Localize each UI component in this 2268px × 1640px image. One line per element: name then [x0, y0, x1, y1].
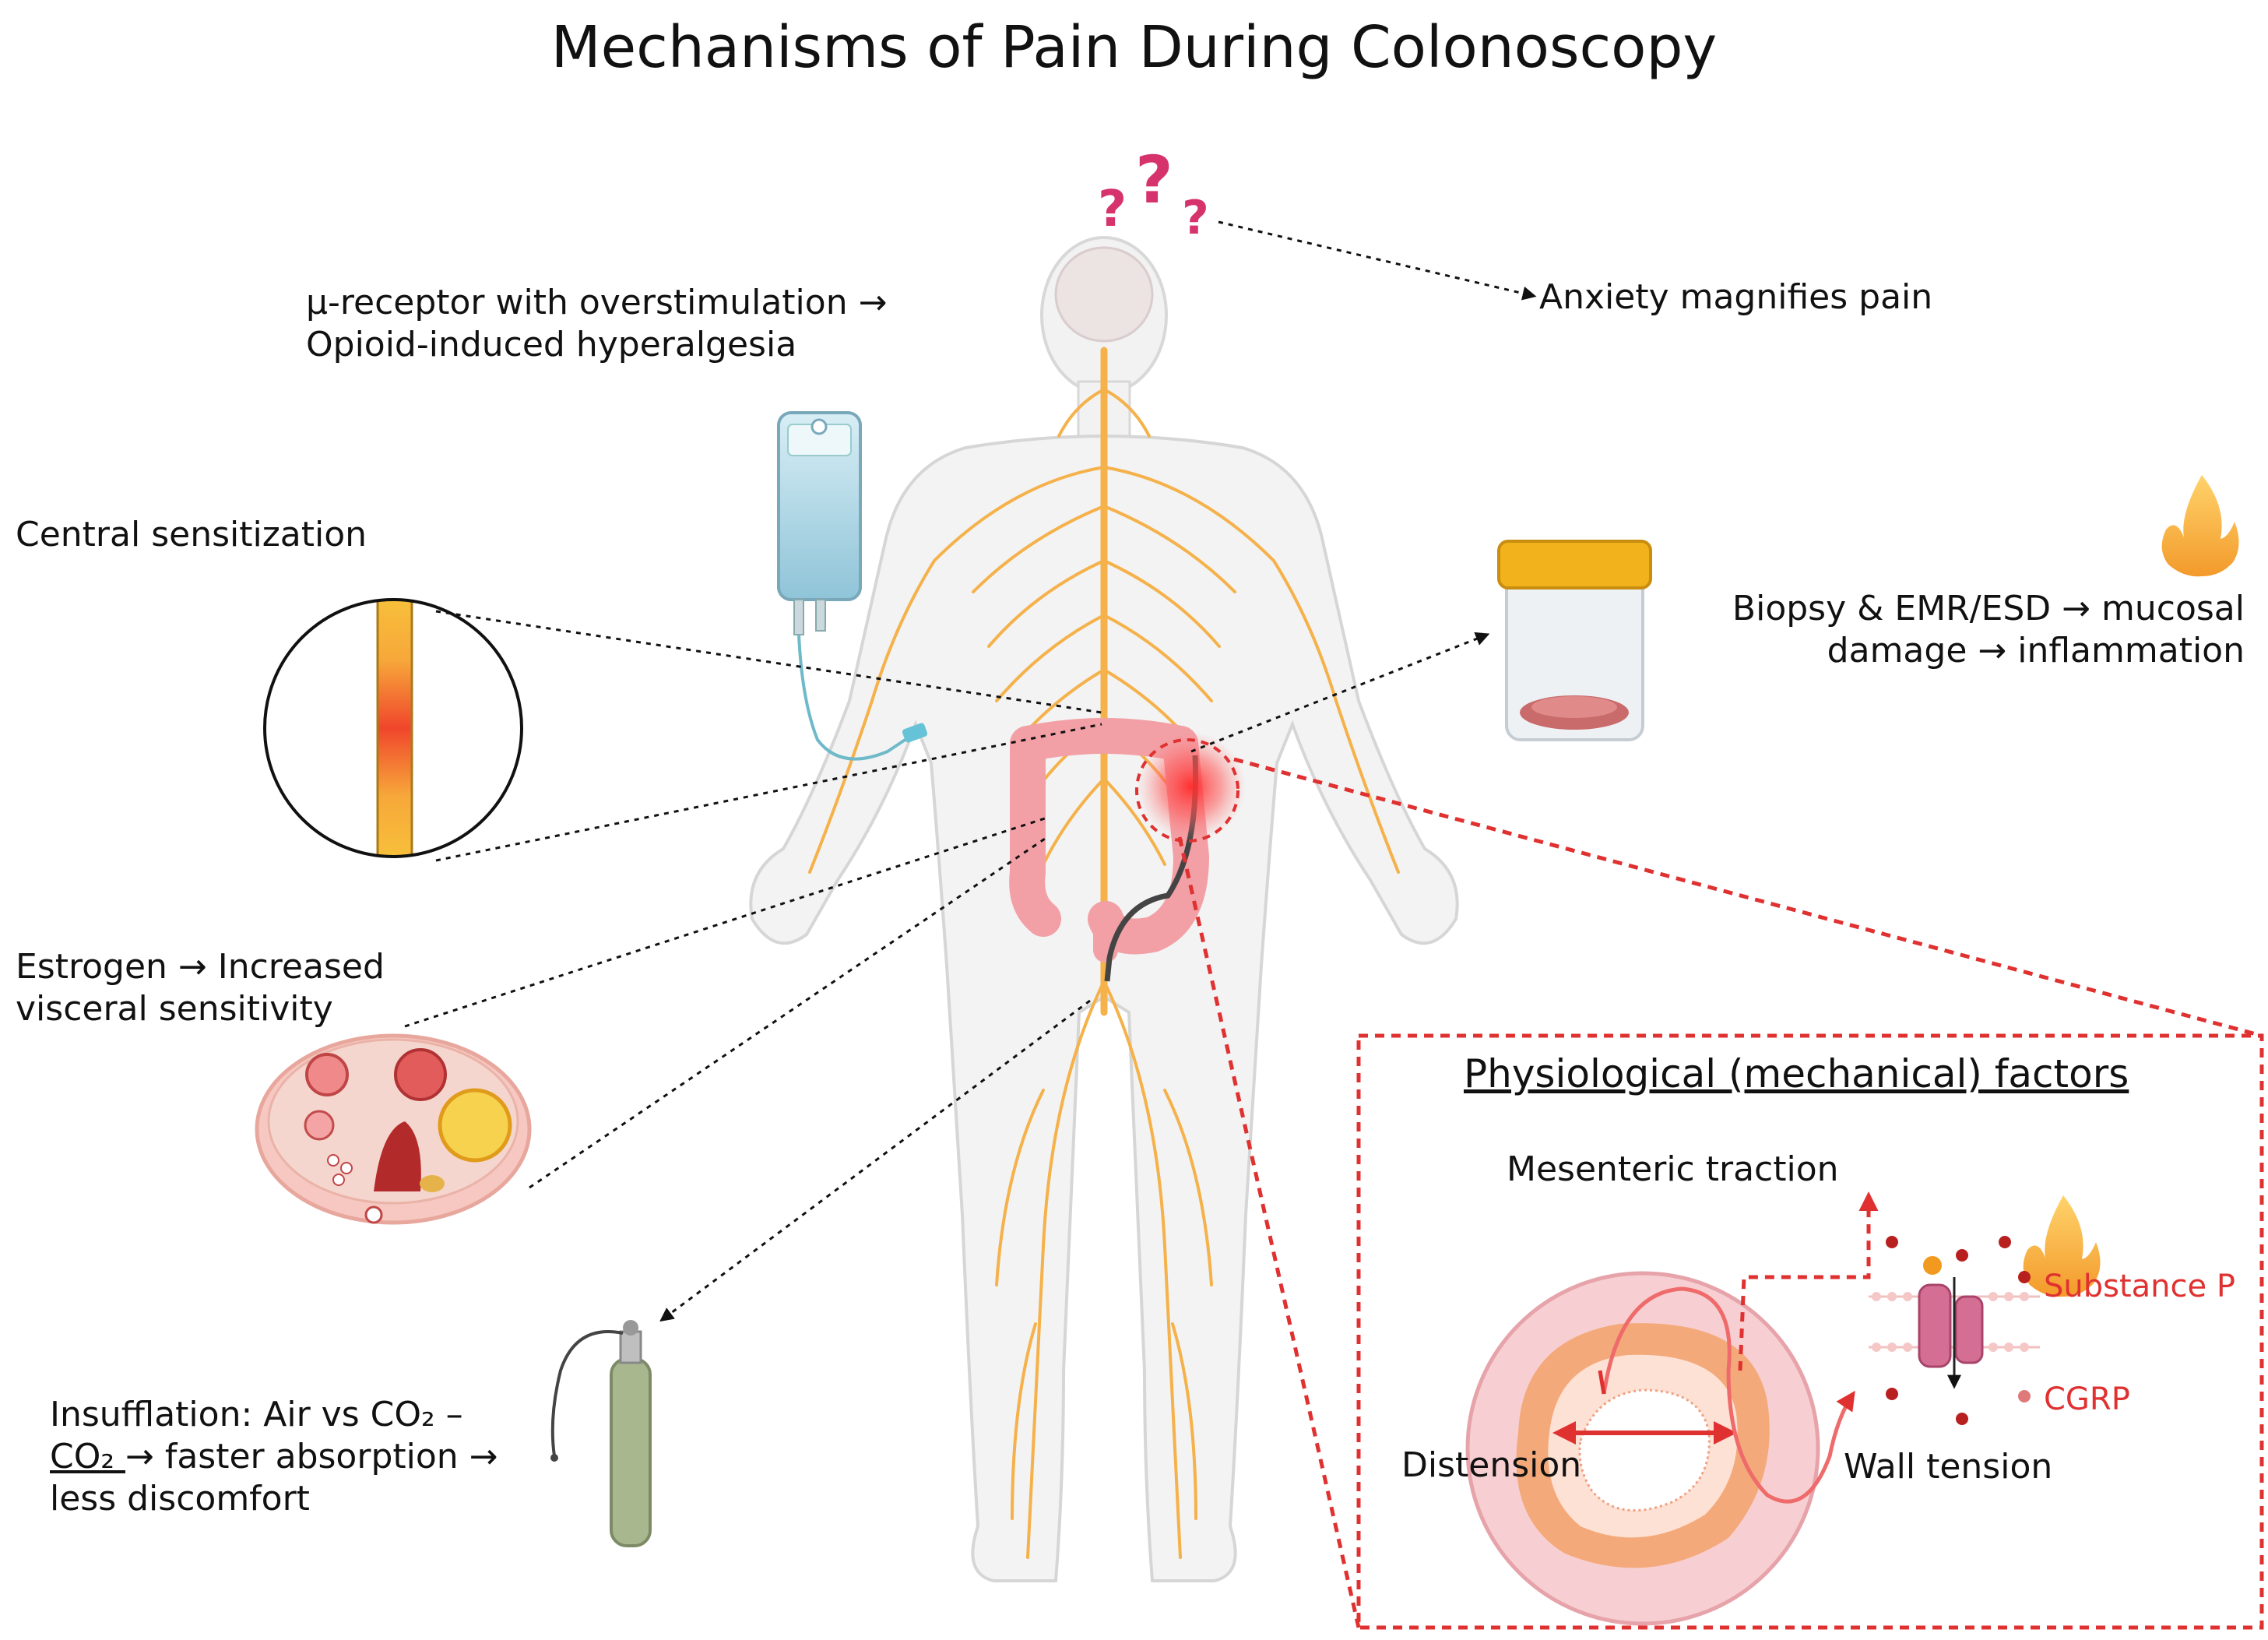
wall-tension-label: Wall tension: [1844, 1447, 2053, 1487]
distension-label: Distension: [1401, 1445, 1582, 1485]
colon: [1009, 718, 1246, 982]
question-marks-icon: ? ? ?: [1098, 142, 1209, 245]
estrogen-label-line1: Estrogen → Increased: [16, 947, 385, 987]
anxiety-label: Anxiety magnifies pain: [1539, 277, 1933, 317]
svg-text:?: ?: [1135, 142, 1173, 218]
estrogen-label-line2: visceral sensitivity: [16, 989, 333, 1029]
leader-lines: [404, 220, 1537, 1322]
svg-text:?: ?: [1182, 191, 1209, 245]
cgrp-label: CGRP: [2044, 1381, 2130, 1417]
insufflation-label-line2: CO₂ → faster absorption →: [50, 1436, 498, 1478]
substance-p-label: Substance P: [2044, 1269, 2235, 1304]
insufflation-label-line3: less discomfort: [50, 1479, 310, 1519]
mesenteric-traction-label: Mesenteric traction: [1507, 1149, 1839, 1189]
iv-bag-icon: [777, 411, 928, 761]
spinal-cord-magnified: [263, 598, 523, 858]
receptor-channel: [1869, 1236, 2040, 1425]
zoom-connector: [1177, 757, 2263, 1628]
colon-cross-section: [1465, 1191, 1879, 1626]
insufflation-label-line1: Insufflation: Air vs CO₂ –: [50, 1395, 463, 1434]
ovary-illustration: [255, 1033, 532, 1225]
insufflation-line2-rest: → faster absorption →: [125, 1437, 498, 1476]
panel-title: Physiological (mechanical) factors: [1464, 1051, 2129, 1096]
svg-text:?: ?: [1098, 181, 1127, 238]
page-title: Mechanisms of Pain During Colonoscopy: [550, 14, 1718, 81]
opioid-label-line2: Opioid-induced hyperalgesia: [306, 325, 797, 364]
gas-cylinder-icon: [550, 1320, 652, 1547]
flame-icon-panel: [2023, 1195, 2101, 1297]
human-body: [749, 236, 1459, 1582]
biopsy-label-line2: damage → inflammation: [1827, 631, 2245, 670]
mechanical-factors-panel: [1356, 1033, 2264, 1630]
opioid-label-line1: μ-receptor with overstimulation →: [306, 283, 888, 322]
flame-icon: [2161, 475, 2239, 577]
co2-underlined: CO₂: [50, 1437, 125, 1476]
specimen-jar-icon: [1497, 540, 1652, 741]
central-sensitization-label: Central sensitization: [16, 515, 367, 554]
biopsy-label-line1: Biopsy & EMR/ESD → mucosal: [1732, 589, 2245, 628]
